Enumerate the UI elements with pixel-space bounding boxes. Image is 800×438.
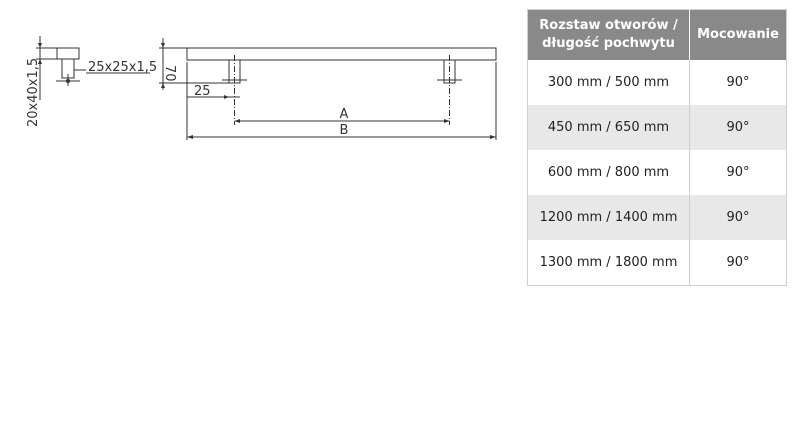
header-mounting: Mocowanie: [689, 9, 787, 60]
header-line-2: długość pochwytu: [542, 36, 675, 51]
table-row: 1300 mm / 1800 mm 90°: [527, 240, 787, 286]
technical-drawing: 20x40x1,5 25x25x1,5 70 25 A B: [26, 36, 497, 140]
post-size-label: 25x25x1,5: [88, 60, 157, 75]
cell-mount: 90°: [726, 165, 750, 180]
cell-size: 1200 mm / 1400 mm: [527, 195, 690, 240]
table-row: 450 mm / 650 mm 90°: [527, 105, 787, 150]
header-line-1: Rozstaw otworów /: [539, 18, 678, 33]
length-label: B: [340, 123, 349, 138]
table-header-row: Rozstaw otworów / długość pochwytu Mocow…: [527, 9, 787, 60]
cell-mount: 90°: [689, 105, 787, 150]
cell-mount: 90°: [689, 195, 787, 240]
cell-size: 450 mm / 650 mm: [527, 105, 690, 150]
table-row: 300 mm / 500 mm 90°: [527, 60, 787, 105]
offset-label: 25: [194, 84, 211, 99]
cell-mount: 90°: [726, 255, 750, 270]
spec-table: Rozstaw otworów / długość pochwytu Mocow…: [527, 9, 787, 286]
table-row: 600 mm / 800 mm 90°: [527, 150, 787, 195]
header-spacing-length: Rozstaw otworów / długość pochwytu: [527, 9, 690, 60]
spacing-label: A: [340, 107, 349, 122]
cell-size: 600 mm / 800 mm: [527, 150, 690, 195]
height-label: 70: [162, 65, 177, 82]
cell-size: 1300 mm / 1800 mm: [527, 240, 690, 286]
cell-size: 300 mm / 500 mm: [527, 60, 690, 105]
tube-size-label: 20x40x1,5: [26, 58, 41, 127]
handle-bar: [186, 47, 497, 61]
cell-mount: 90°: [726, 75, 750, 90]
table-row: 1200 mm / 1400 mm 90°: [527, 195, 787, 240]
tube-cross-section: [56, 47, 80, 60]
